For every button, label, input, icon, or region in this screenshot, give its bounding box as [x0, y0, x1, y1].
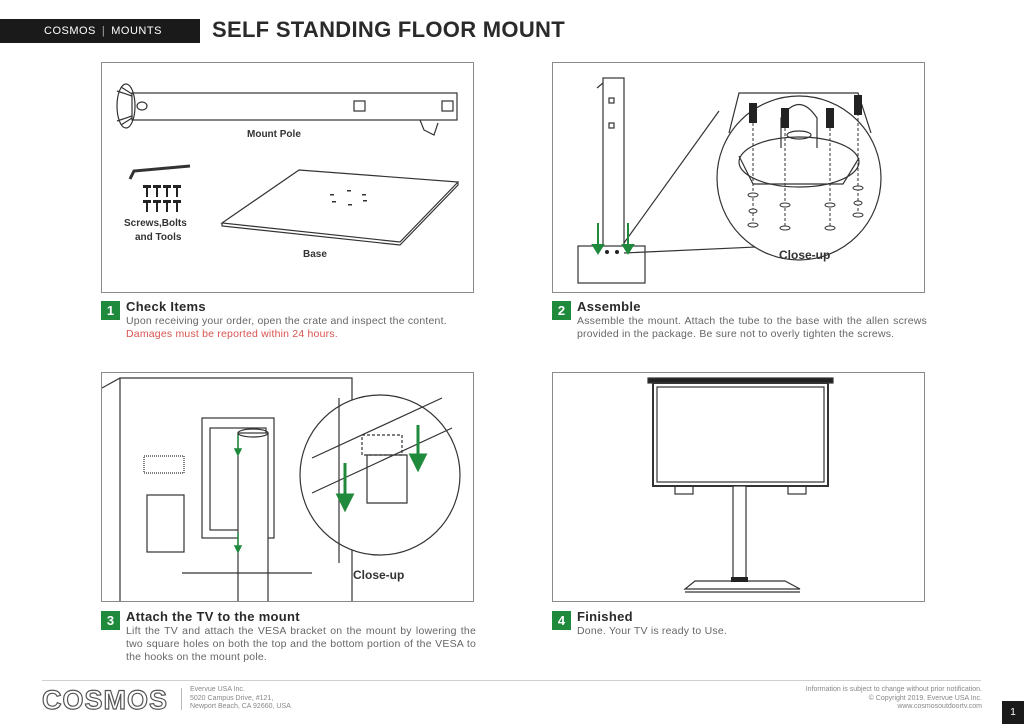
damage-warning: Damages must be reported within 24 hours…: [126, 328, 338, 340]
attach-tv-illustration: Close-up: [101, 372, 474, 602]
tools-label: and Tools: [135, 232, 182, 243]
step-title: Check Items: [126, 299, 206, 314]
finished-drawing: [647, 377, 834, 593]
check-items-illustration: Mount Pole Screws,Bolts and Tools Base: [101, 62, 474, 293]
mount-pole-label: Mount Pole: [247, 129, 301, 140]
cosmos-logo: COSMOS: [41, 684, 169, 715]
screws-label: Screws,Bolts: [124, 218, 187, 229]
step-number: 1: [101, 301, 120, 320]
copyright-text: © Copyright 2019. Evervue USA Inc.: [868, 694, 982, 702]
section-label: MOUNTS: [111, 25, 162, 37]
notice-text: Information is subject to change without…: [805, 686, 982, 693]
legal-info: Information is subject to change without…: [806, 686, 982, 712]
step-body: Done. Your TV is ready to Use.: [577, 625, 727, 637]
step-title: Assemble: [577, 299, 641, 314]
company-address: Evervue USA Inc. 5020 Campus Drive, #121…: [190, 686, 291, 712]
company-name: Evervue USA Inc.: [190, 686, 245, 693]
page-number: 1: [1002, 701, 1024, 724]
check-items-drawing: Mount Pole Screws,Bolts and Tools Base: [116, 83, 460, 260]
step-body: Upon receiving your order, open the crat…: [126, 315, 476, 341]
step-body-text: Upon receiving your order, open the crat…: [126, 315, 447, 327]
city-address: Newport Beach, CA 92660, USA: [190, 703, 291, 710]
step-title: Finished: [577, 609, 633, 624]
finished-illustration: [552, 372, 925, 602]
street-address: 5020 Campus Drive, #121,: [190, 694, 274, 702]
tools-group: [128, 164, 191, 212]
assemble-illustration: Close-up: [552, 62, 925, 293]
footer-separator: [181, 688, 182, 710]
website-link[interactable]: www.cosmosoutdoortv.com: [897, 703, 982, 710]
section-tag: COSMOS | MOUNTS: [0, 19, 200, 43]
base-plate: [220, 169, 460, 246]
footer-divider: [42, 680, 981, 681]
assemble-drawing: Close-up: [577, 77, 882, 284]
step-title: Attach the TV to the mount: [126, 609, 300, 624]
attach-tv-drawing: Close-up: [102, 377, 461, 601]
brand-label: COSMOS: [44, 25, 96, 37]
step-number: 4: [552, 611, 571, 630]
page-title: SELF STANDING FLOOR MOUNT: [212, 17, 565, 42]
step-number: 3: [101, 611, 120, 630]
separator: |: [101, 25, 106, 37]
step-body: Assemble the mount. Attach the tube to t…: [577, 315, 927, 340]
closeup-label: Close-up: [779, 248, 830, 262]
closeup-label: Close-up: [353, 568, 404, 582]
base-label: Base: [303, 249, 327, 260]
step-number: 2: [552, 301, 571, 320]
step-body: Lift the TV and attach the VESA bracket …: [126, 625, 476, 663]
